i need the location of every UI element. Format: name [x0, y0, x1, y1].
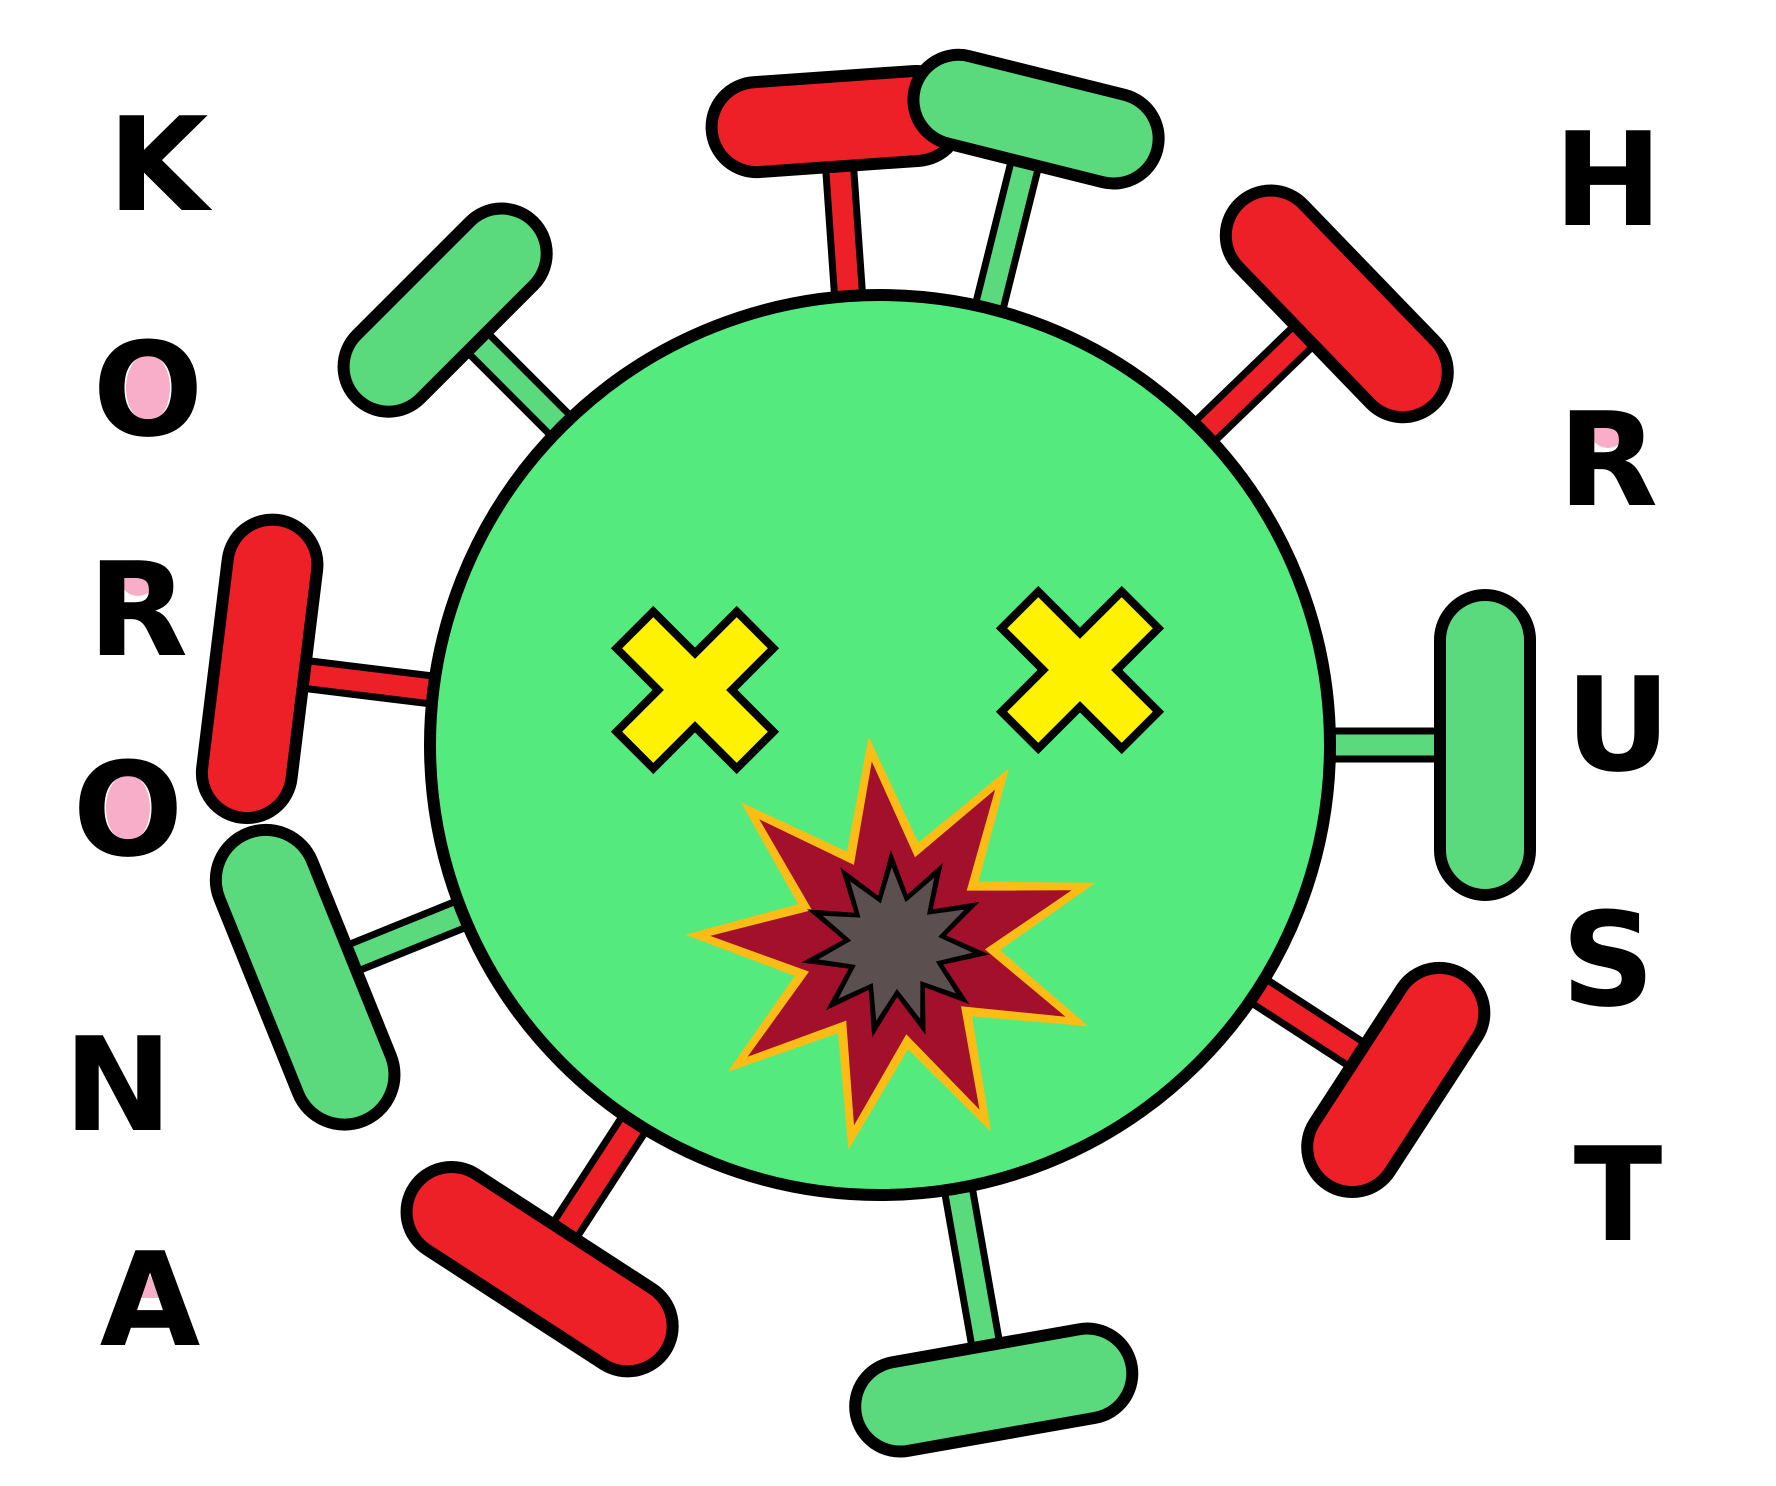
virus-spike [1316, 589, 1536, 901]
left-word: K O R O N A [64, 89, 213, 1376]
virus-spike [907, 48, 1165, 326]
left-letter-4: O [73, 734, 184, 886]
virus-icon [195, 48, 1536, 1458]
letter-a: A [100, 1224, 201, 1376]
left-letter-2: O [93, 314, 204, 466]
virus-spike [705, 64, 968, 311]
letter-o-2: O [73, 734, 184, 886]
letter-h: H [1554, 104, 1663, 256]
letter-t: T [1574, 1119, 1663, 1271]
right-letter-2: R [1558, 384, 1658, 536]
virus-spike [400, 1101, 679, 1378]
letter-accent [140, 1275, 160, 1298]
right-letter-1: H [1554, 104, 1663, 256]
letter-u: U [1565, 649, 1671, 801]
x-eye-icon [995, 585, 1165, 755]
x-eye-icon [610, 605, 780, 775]
left-letter-3: R [88, 534, 188, 686]
virus-spike [209, 823, 482, 1131]
letter-accent [1590, 412, 1626, 448]
letter-r-1: R [88, 534, 188, 686]
right-letter-4: S [1561, 884, 1655, 1036]
letter-o-1: O [93, 314, 204, 466]
letter-r-2: R [1558, 384, 1658, 536]
left-letter-1: K [108, 89, 213, 241]
right-letter-3: U [1565, 649, 1671, 801]
letter-accent [106, 774, 150, 842]
letter-n: N [64, 1009, 173, 1161]
letter-s: S [1561, 884, 1655, 1036]
virus-body [424, 289, 1336, 1201]
right-word: H R U S T [1554, 104, 1671, 1271]
virus-spike [1236, 961, 1491, 1199]
left-letter-5: N [64, 1009, 173, 1161]
virus-spike [1181, 184, 1454, 455]
virus-spike [849, 1171, 1139, 1458]
letter-accent [120, 560, 156, 596]
right-letter-5: T [1574, 1119, 1663, 1271]
explosion-mouth-icon [685, 736, 1096, 1150]
letter-accent [126, 354, 170, 422]
virus-spike [195, 513, 449, 825]
letter-k: K [108, 89, 213, 241]
virus-spikes [195, 48, 1536, 1458]
left-letter-6: A [100, 1224, 201, 1376]
virus-spike [337, 202, 584, 449]
